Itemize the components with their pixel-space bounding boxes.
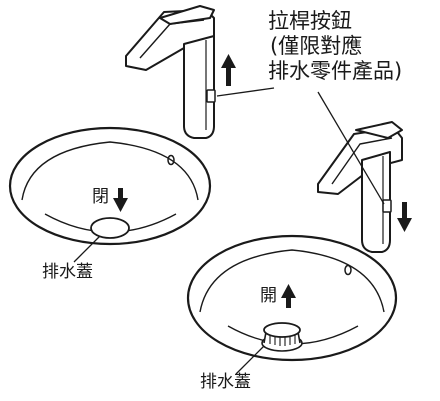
drain-leader-left	[73, 235, 101, 263]
callout-leaders	[216, 87, 385, 205]
drain-label-right: 排水蓋	[200, 372, 251, 392]
callout-line-1: 拉桿按鈕	[268, 9, 352, 33]
faucet-left	[125, 5, 216, 139]
state-label-open: 開	[260, 286, 277, 306]
state-label-closed: 閉	[92, 187, 109, 207]
drain-leader-right	[235, 345, 265, 375]
closed-down-arrow	[113, 188, 128, 212]
callout-line-3: 排水零件產品)	[268, 59, 403, 83]
drain-cap-closed	[90, 217, 130, 239]
lever-up-arrow	[221, 54, 236, 86]
sink-left	[8, 126, 212, 246]
lever-down-arrow	[397, 202, 412, 232]
faucet-right	[317, 121, 403, 253]
open-up-arrow	[281, 284, 296, 308]
callout-lever-button: 拉桿按鈕 (僅限對應 排水零件產品)	[268, 11, 436, 82]
drain-cap-open	[261, 322, 303, 352]
drain-label-left: 排水蓋	[42, 262, 93, 282]
callout-line-2: (僅限對應	[270, 34, 363, 58]
